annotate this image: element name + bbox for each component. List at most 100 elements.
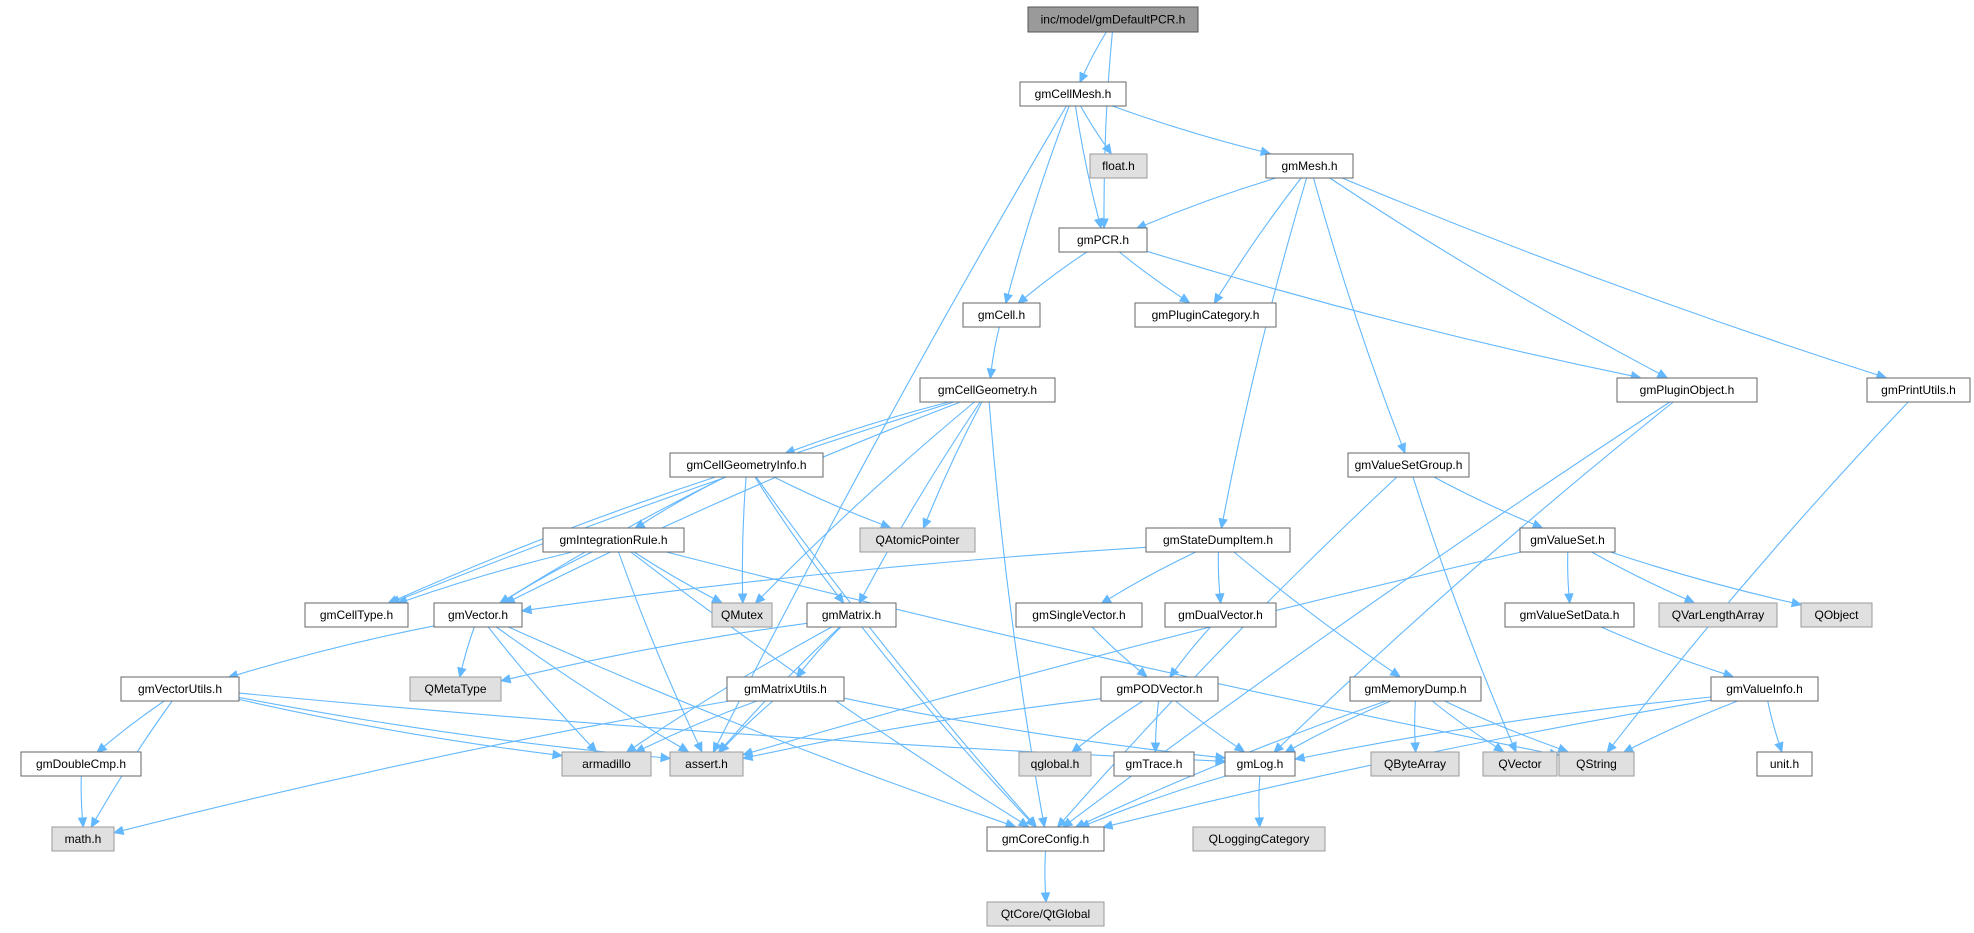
node-label: gmPrintUtils.h — [1881, 383, 1956, 397]
edge-cellmesh-to-pcr — [1074, 105, 1104, 230]
node-trace[interactable]: gmTrace.h — [1113, 751, 1195, 777]
node-label: gmCellMesh.h — [1035, 87, 1112, 101]
node-qtglobal: QtCore/QtGlobal — [986, 901, 1105, 927]
node-box — [919, 377, 1056, 403]
arrowhead — [520, 604, 533, 615]
node-vector[interactable]: gmVector.h — [433, 602, 523, 628]
edge-line — [1303, 696, 1712, 759]
arrowhead — [1003, 292, 1013, 305]
node-float: float.h — [1089, 153, 1148, 179]
node-matrixutils[interactable]: gmMatrixUtils.h — [726, 676, 845, 702]
node-box — [1027, 6, 1199, 33]
node-integration[interactable]: gmIntegrationRule.h — [542, 527, 685, 553]
node-celltype[interactable]: gmCellType.h — [304, 602, 409, 628]
node-plugincat[interactable]: gmPluginCategory.h — [1134, 302, 1277, 328]
node-box — [1019, 81, 1127, 107]
edge-memorydump-to-qbytearray — [1410, 700, 1420, 754]
arrowhead — [986, 367, 997, 380]
edge-line — [1088, 775, 1226, 825]
node-singlevec[interactable]: gmSingleVector.h — [1015, 602, 1143, 628]
node-box — [669, 452, 824, 478]
arrowhead — [1410, 742, 1420, 754]
node-pluginobj[interactable]: gmPluginObject.h — [1616, 377, 1758, 403]
node-box — [542, 527, 685, 553]
edge-log-to-coreconfig — [1078, 775, 1226, 829]
edge-integration-to-celltype — [396, 551, 573, 605]
node-box — [1710, 676, 1819, 702]
edge-printutils-to-qstring — [1606, 401, 1909, 754]
edge-matrix-to-matrixutils — [795, 626, 842, 679]
node-label: gmDoubleCmp.h — [36, 757, 126, 771]
node-unit[interactable]: unit.h — [1756, 751, 1813, 777]
node-box — [669, 751, 744, 777]
edge-memorydump-to-qvector — [1431, 700, 1505, 753]
node-dualvec[interactable]: gmDualVector.h — [1164, 602, 1277, 628]
node-vectorutils[interactable]: gmVectorUtils.h — [120, 676, 240, 702]
node-podvector[interactable]: gmPODVector.h — [1100, 676, 1219, 702]
edge-line — [1414, 700, 1416, 744]
arrowhead — [96, 742, 108, 754]
arrowhead — [1056, 817, 1068, 829]
node-statedump[interactable]: gmStateDumpItem.h — [1145, 527, 1291, 553]
arrowhead — [1213, 292, 1224, 305]
node-cell[interactable]: gmCell.h — [962, 302, 1041, 328]
arrowhead — [1040, 892, 1051, 904]
node-label: assert.h — [685, 757, 728, 771]
edge-cellmesh-to-mesh — [1112, 105, 1272, 156]
node-log[interactable]: gmLog.h — [1224, 751, 1296, 777]
edge-podvector-to-qglobal — [1071, 700, 1144, 754]
node-valuesetdata[interactable]: gmValueSetData.h — [1504, 602, 1635, 628]
node-box — [1265, 153, 1354, 179]
node-label: gmValueInfo.h — [1726, 682, 1803, 696]
arrowhead — [711, 593, 723, 604]
edge-valueinfo-to-log — [1293, 696, 1712, 763]
arrowhead — [457, 666, 467, 679]
edge-line — [236, 625, 435, 676]
node-cellgeominfo[interactable]: gmCellGeometryInfo.h — [669, 452, 824, 478]
node-label: gmCoreConfig.h — [1002, 832, 1089, 846]
node-box — [962, 302, 1041, 328]
dependency-nodes: inc/model/gmDefaultPCR.h gmCellMesh.h floa… — [20, 6, 1971, 927]
edge-line — [1329, 177, 1660, 374]
node-box — [561, 751, 652, 777]
node-box — [433, 602, 523, 628]
node-valueinfo[interactable]: gmValueInfo.h — [1710, 676, 1819, 702]
arrowhead — [741, 751, 754, 762]
node-cellmesh[interactable]: gmCellMesh.h — [1019, 81, 1127, 107]
node-root[interactable]: inc/model/gmDefaultPCR.h — [1027, 6, 1199, 33]
node-box — [1145, 527, 1291, 553]
node-doublecmp[interactable]: gmDoubleCmp.h — [20, 751, 142, 777]
edge-valueset-to-assert — [741, 551, 1522, 757]
node-label: unit.h — [1770, 757, 1799, 771]
node-printutils[interactable]: gmPrintUtils.h — [1866, 377, 1971, 403]
edge-line — [487, 626, 591, 746]
edge-dualvec-to-podvector — [1169, 626, 1212, 679]
edge-line — [398, 401, 954, 601]
edge-line — [725, 700, 774, 747]
edge-podvector-to-trace — [1150, 700, 1161, 754]
edge-matrix-to-coreconfig — [861, 626, 1037, 828]
node-memorydump[interactable]: gmMemoryDump.h — [1349, 676, 1482, 702]
edge-line — [513, 401, 961, 600]
node-label: gmMemoryDump.h — [1364, 682, 1466, 696]
edge-line — [751, 698, 1102, 758]
edge-valuesetdata-to-valueinfo — [1600, 626, 1735, 679]
node-label: gmVector.h — [448, 608, 508, 622]
arrowhead — [795, 666, 807, 679]
node-cellgeom[interactable]: gmCellGeometry.h — [919, 377, 1056, 403]
edge-statedump-to-singlevec — [1100, 551, 1197, 605]
edge-line — [1062, 476, 1398, 821]
node-valueset[interactable]: gmValueSet.h — [1519, 527, 1616, 553]
node-pcr[interactable]: gmPCR.h — [1058, 227, 1148, 253]
arrowhead — [1492, 742, 1505, 753]
node-mesh[interactable]: gmMesh.h — [1265, 153, 1354, 179]
node-valuesetgroup[interactable]: gmValueSetGroup.h — [1347, 452, 1470, 478]
edge-line — [1631, 700, 1738, 749]
edge-mesh-to-pluginobj — [1329, 177, 1669, 379]
node-matrix[interactable]: gmMatrix.h — [806, 602, 897, 628]
arrowhead — [1214, 593, 1225, 605]
arrowhead — [677, 742, 690, 753]
node-coreconfig[interactable]: gmCoreConfig.h — [986, 826, 1105, 852]
edge-doublecmp-to-math — [77, 775, 88, 829]
node-label: float.h — [1102, 159, 1135, 173]
